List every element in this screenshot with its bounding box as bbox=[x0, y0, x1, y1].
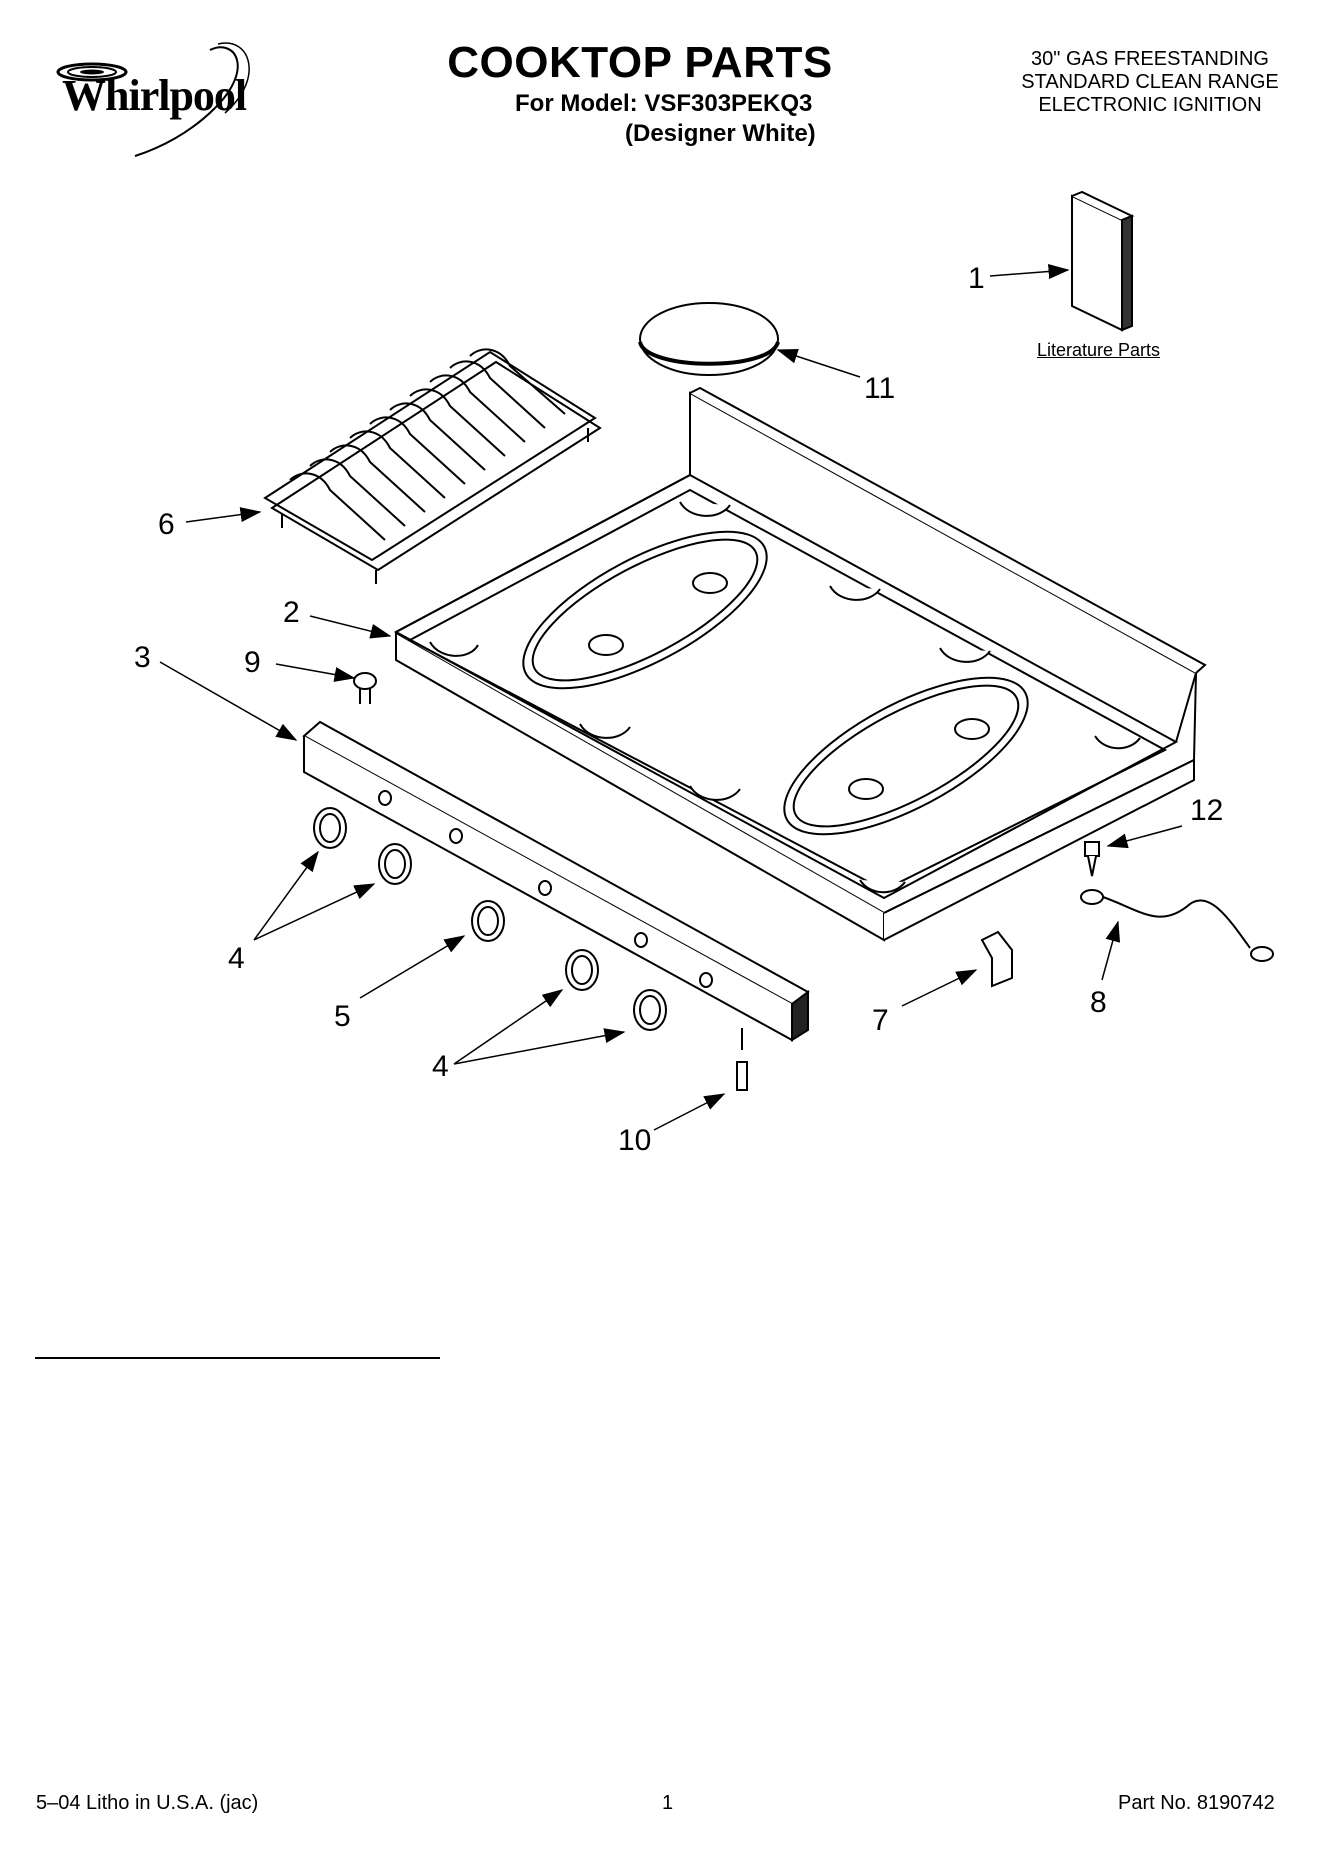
description-line: STANDARD CLEAN RANGE bbox=[1021, 71, 1279, 93]
literature-booklet bbox=[1071, 190, 1135, 332]
description-line: 30" GAS FREESTANDING bbox=[1031, 48, 1269, 70]
callout-11: 11 bbox=[864, 372, 895, 405]
print-info: 5–04 Litho in U.S.A. (jac) bbox=[36, 1792, 259, 1814]
callout-12: 12 bbox=[1190, 794, 1223, 827]
callout-6: 6 bbox=[158, 508, 175, 541]
control-knob bbox=[633, 989, 667, 1031]
part-number: Part No. 8190742 bbox=[1118, 1792, 1275, 1814]
description-line: ELECTRONIC IGNITION bbox=[1038, 94, 1262, 116]
whirlpool-logo bbox=[56, 42, 250, 157]
callout-9: 9 bbox=[244, 646, 261, 679]
round-cover-part bbox=[638, 302, 780, 376]
ground-screw-wire bbox=[1080, 841, 1274, 962]
literature-parts-label: Literature Parts bbox=[1037, 340, 1161, 360]
callout-1: 1 bbox=[968, 262, 985, 295]
model-color: (Designer White) bbox=[625, 120, 816, 147]
control-knob bbox=[471, 900, 505, 942]
model-number: For Model: VSF303PEKQ3 bbox=[515, 90, 813, 117]
separator-line bbox=[35, 1357, 440, 1359]
brand-wordmark: Whirlpool bbox=[62, 71, 247, 120]
callout-8: 8 bbox=[1090, 986, 1107, 1019]
page-title: COOKTOP PARTS bbox=[447, 38, 833, 87]
callout-4: 4 bbox=[432, 1050, 449, 1083]
callout-7: 7 bbox=[872, 1004, 889, 1037]
control-knob bbox=[565, 949, 599, 991]
callout-4: 4 bbox=[228, 942, 245, 975]
control-knob bbox=[313, 807, 347, 849]
callout-arrows bbox=[159, 264, 1183, 1131]
screw-9 bbox=[353, 672, 377, 704]
knob-set bbox=[313, 807, 667, 1031]
callout-5: 5 bbox=[334, 1000, 351, 1033]
callout-10: 10 bbox=[618, 1124, 651, 1157]
cooktop-main-top bbox=[393, 386, 1207, 942]
callout-3: 3 bbox=[134, 641, 151, 674]
page-number: 1 bbox=[662, 1792, 674, 1814]
control-panel-strip bbox=[302, 720, 810, 1042]
callout-2: 2 bbox=[283, 596, 300, 629]
control-knob bbox=[378, 843, 412, 885]
product-description: 30" GAS FREESTANDING STANDARD CLEAN RANG… bbox=[990, 48, 1310, 117]
wire-grate bbox=[263, 348, 602, 584]
clip-bracket bbox=[980, 930, 1013, 988]
screw-10 bbox=[736, 1028, 748, 1091]
